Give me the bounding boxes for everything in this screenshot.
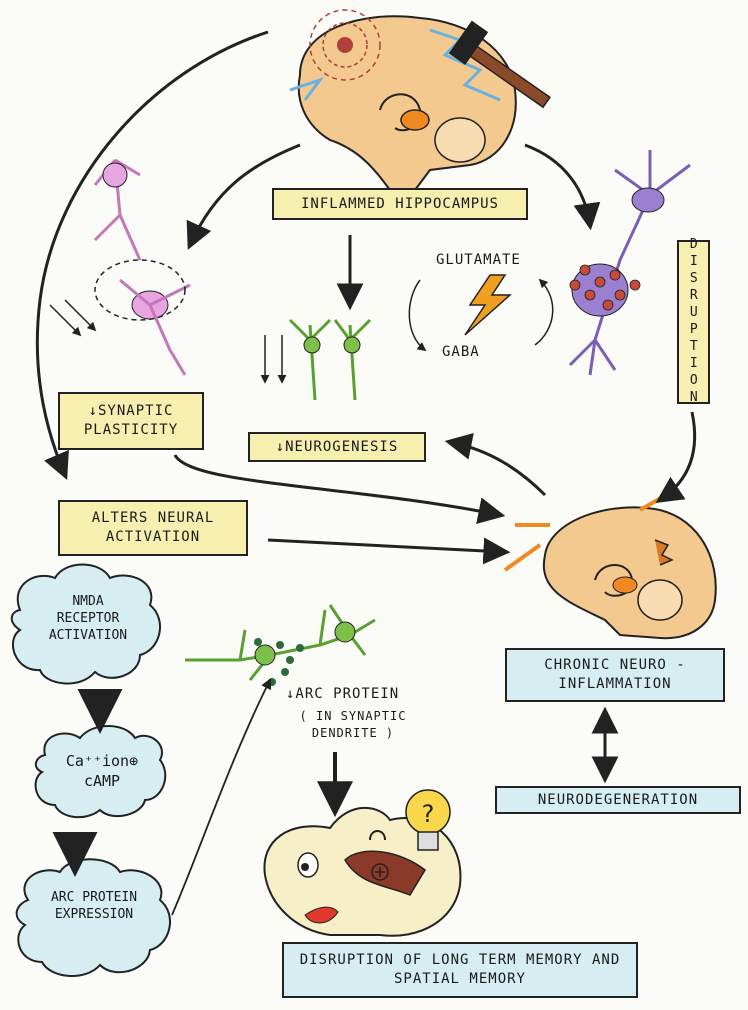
disruption-text: DISRUPTION <box>686 237 702 407</box>
neurodegeneration-label: NEURODEGENERATION <box>495 786 741 814</box>
green-neuron-illustration <box>288 318 372 401</box>
down-arrows-plasticity <box>49 299 97 337</box>
nmda-activation-label: NMDA RECEPTOR ACTIVATION <box>48 594 128 643</box>
ca-camp-label: Ca⁺⁺ion⊕ cAMP <box>65 752 139 790</box>
gaba-label: GABA <box>442 344 480 360</box>
disruption-label: DISRUPTION <box>677 237 710 407</box>
flow-arrows <box>35 30 697 916</box>
arrow-gaba-to-glutamate <box>534 278 554 346</box>
right-brain-illustration <box>503 488 717 640</box>
arc-expression-label: ARC PROTEIN EXPRESSION <box>50 890 138 922</box>
glutamate-label: GLUTAMATE <box>436 252 521 268</box>
pink-neuron-illustration <box>93 158 191 376</box>
head-illustration <box>263 806 462 937</box>
inflamed-hippocampus-label: INFLAMMED HIPPOCAMPUS <box>272 188 528 220</box>
svg-text:?: ? <box>422 800 435 828</box>
memory-disruption-label: DISRUPTION OF LONG TERM MEMORY AND SPATI… <box>282 942 638 998</box>
purple-neuron-illustration <box>568 150 691 376</box>
down-arrows-neurogenesis <box>260 335 287 384</box>
chronic-neuroinflammation-label: CHRONIC NEURO -INFLAMMATION <box>505 648 725 702</box>
arc-protein-sub-label: ( IN SYNAPTIC DENDRITE ) <box>299 709 407 740</box>
lightbulb-icon: ? <box>405 789 451 851</box>
cloud-nmda <box>10 563 161 685</box>
synaptic-plasticity-label: ↓SYNAPTIC PLASTICITY <box>58 392 204 450</box>
hammer-icon <box>448 20 551 109</box>
arrow-glutamate-to-gaba <box>408 279 427 352</box>
alters-neural-activation-label: ALTERS NEURAL ACTIVATION <box>58 500 248 556</box>
lightning-icon <box>464 274 512 336</box>
arc-neuron-illustration <box>185 604 376 686</box>
neurogenesis-label: ↓NEUROGENESIS <box>248 432 426 462</box>
arc-protein-label: ↓ARC PROTEIN <box>286 686 400 702</box>
